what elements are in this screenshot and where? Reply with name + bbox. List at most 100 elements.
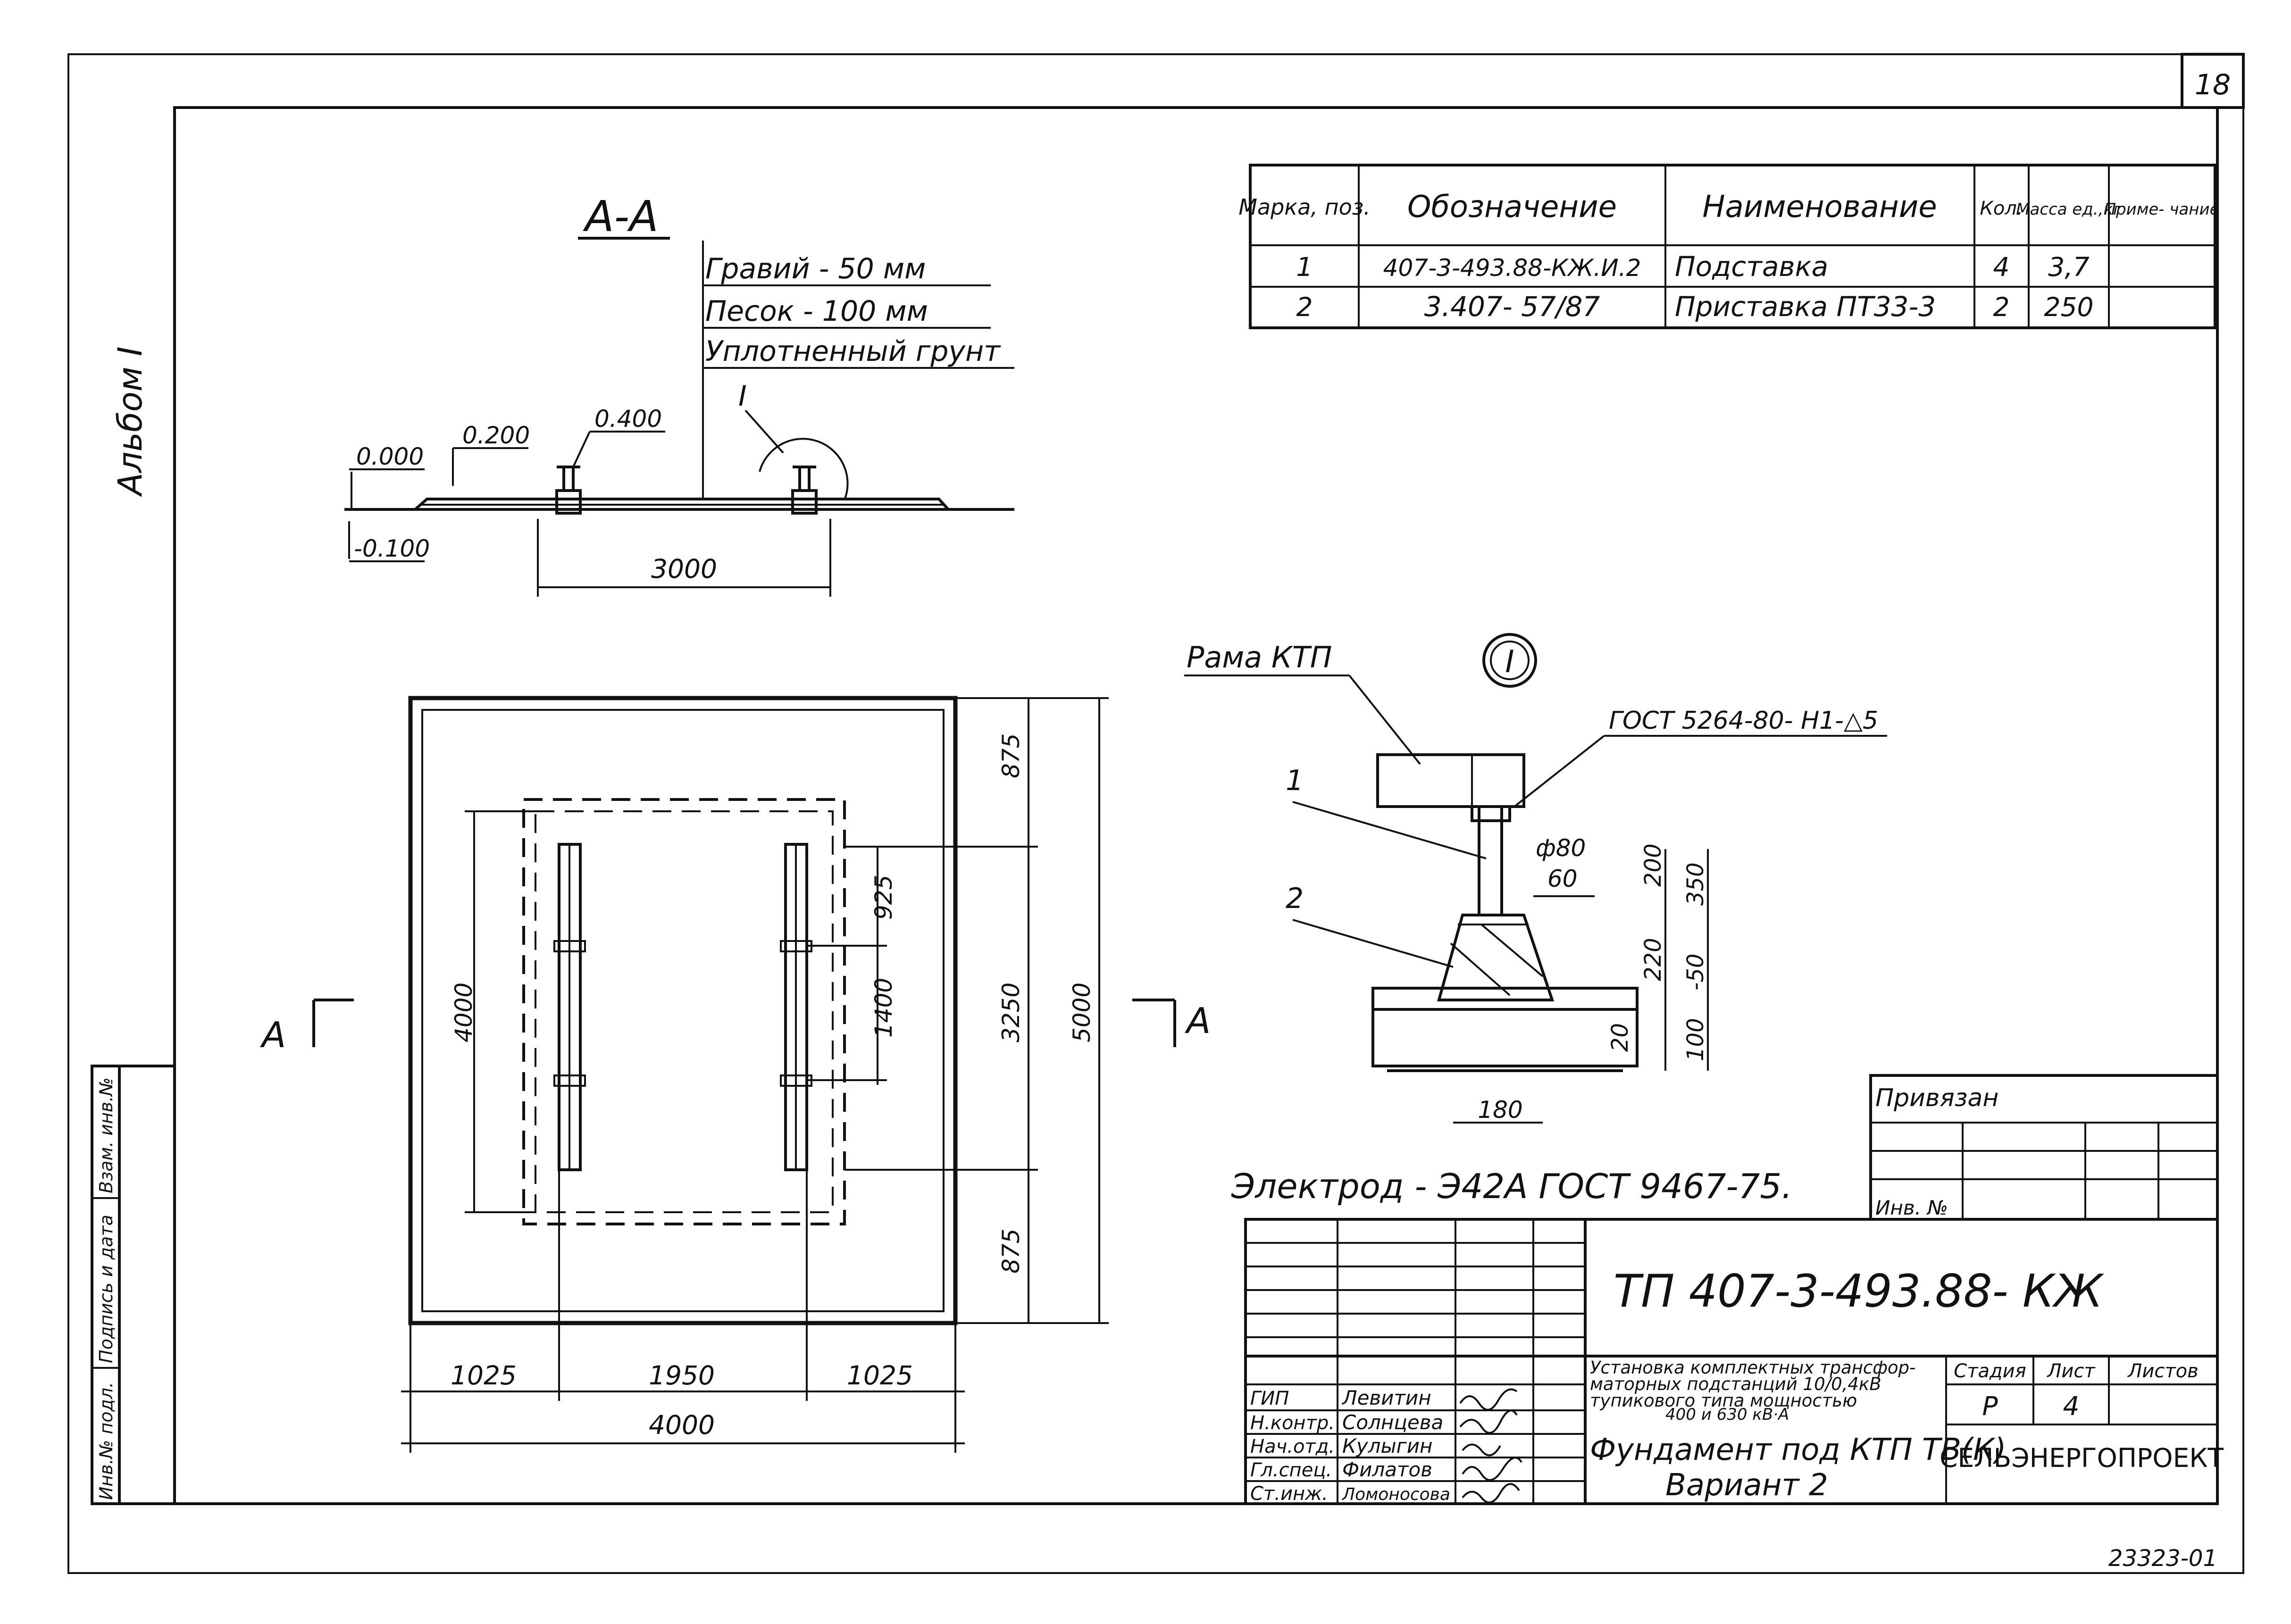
r1-name: Подставка <box>1675 250 1828 283</box>
title-block: ТП 407-3-493.88- КЖ Установка комплектны… <box>1244 1218 2224 1505</box>
dim-350: 350 <box>1682 862 1709 906</box>
dim-1400: 1400 <box>870 978 897 1038</box>
dim-200: 200 <box>1640 843 1666 887</box>
electrode-note: Электрод - Э42А ГОСТ 9467-75. <box>1231 1166 1792 1206</box>
dim-4000-left: 4000 <box>450 983 477 1042</box>
stage-label: Стадия <box>1954 1360 2026 1382</box>
binding-box: Привязан Инв. № <box>1869 1074 2219 1221</box>
r2-designation: 3.407- 57/87 <box>1424 291 1600 323</box>
org-name: СЕЛЬЭНЕРГОПРОЕКТ <box>1940 1443 2224 1473</box>
name-5: Ломоносова <box>1341 1485 1450 1504</box>
sheets-label: Листов <box>2127 1360 2198 1382</box>
r1-mark: 1 <box>1296 252 1313 282</box>
signature-4 <box>1462 1457 1522 1481</box>
section-aa: А-А Гравий - 50 мм Песок - 100 мм Уплотн… <box>344 192 1014 597</box>
section-callout: I <box>738 380 747 413</box>
binding-inv: Инв. № <box>1875 1196 1948 1219</box>
level-0200: 0.200 <box>462 422 530 449</box>
layer-gravel: Гравий - 50 мм <box>705 252 926 285</box>
pos-2: 2 <box>1286 882 1304 915</box>
project-code: ТП 407-3-493.88- КЖ <box>1614 1266 2104 1317</box>
dim-100: 100 <box>1682 1018 1709 1061</box>
title-line-2: Вариант 2 <box>1665 1468 1828 1503</box>
desc-line-4: 400 и 630 кВ·А <box>1665 1405 1789 1424</box>
th-name: Наименование <box>1702 190 1937 225</box>
th-designation: Обозначение <box>1407 190 1617 225</box>
side-stamp-inv: Инв.№ подл. <box>96 1382 117 1500</box>
dim-1025-left: 1025 <box>451 1360 517 1391</box>
binding-title: Привязан <box>1875 1084 1998 1112</box>
dim-875-top: 875 <box>997 733 1025 778</box>
level-minus-0100: -0.100 <box>354 535 430 562</box>
album-label: Альбом I <box>111 346 150 497</box>
role-4: Гл.спец. <box>1250 1459 1332 1481</box>
dia-80: ф80 <box>1536 834 1586 862</box>
outer-border <box>67 53 2244 1574</box>
signature-1 <box>1459 1388 1518 1411</box>
name-2: Солнцева <box>1342 1411 1443 1434</box>
section-mark-left: А <box>260 1014 286 1056</box>
role-1: ГИП <box>1250 1388 1289 1409</box>
dim-220: 220 <box>1640 938 1666 981</box>
r1-mass: 3,7 <box>2048 252 2089 282</box>
title-line-1: Фундамент под КТП ТВ(К) <box>1590 1432 2006 1467</box>
r2-mark: 2 <box>1296 292 1313 322</box>
signature-2 <box>1459 1409 1518 1434</box>
foundation-plan: А А 875 3250 875 5000 925 1400 4000 1025 <box>260 696 1211 1453</box>
dim-20: 20 <box>1607 1023 1633 1052</box>
layer-sand: Песок - 100 мм <box>705 295 928 328</box>
pos-1: 1 <box>1286 764 1304 797</box>
r2-qty: 2 <box>1993 292 2010 322</box>
sheet-number: 18 <box>2195 68 2231 101</box>
signature-5 <box>1462 1483 1520 1504</box>
dim-3000: 3000 <box>651 554 717 584</box>
r2-name: Приставка ПТ33-3 <box>1675 291 1936 323</box>
inner-frame <box>173 106 2219 1505</box>
dim-180: 180 <box>1478 1096 1522 1124</box>
side-stamp: Инв.№ подл. Подпись и дата Взам. инв.№ <box>91 1065 176 1505</box>
detail-i: I Рама КТП ГОСТ 5264-80- Н1-△5 1 2 ф80 6… <box>1184 633 1887 1124</box>
dim-875-bottom: 875 <box>997 1229 1025 1274</box>
weld-label: ГОСТ 5264-80- Н1-△5 <box>1609 707 1878 735</box>
spec-table: Марка, поз. Обозначение Наименование Кол… <box>1238 164 2220 329</box>
dim-4000-bottom: 4000 <box>649 1410 715 1440</box>
dim-60: 60 <box>1547 865 1578 892</box>
r2-mass: 250 <box>2044 292 2094 322</box>
section-mark-right: А <box>1185 1000 1211 1041</box>
detail-callout: I <box>1505 644 1514 680</box>
layer-soil: Уплотненный грунт <box>705 335 1001 368</box>
sheet-value: 4 <box>2063 1391 2080 1421</box>
section-aa-title: А-А <box>583 192 659 242</box>
level-0400: 0.400 <box>594 405 662 433</box>
side-stamp-replace: Взам. инв.№ <box>96 1077 117 1193</box>
role-3: Нач.отд. <box>1250 1436 1335 1457</box>
doc-number: 23323-01 <box>2108 1545 2217 1572</box>
th-mass: Масса ед.,кг <box>2016 200 2122 219</box>
name-3: Кулыгин <box>1342 1434 1433 1457</box>
side-stamp-sign: Подпись и дата <box>96 1215 117 1363</box>
desc-line-3: тупикового типа мощностью <box>1590 1391 1857 1411</box>
name-4: Филатов <box>1342 1458 1432 1481</box>
frame-label: Рама КТП <box>1187 640 1332 675</box>
role-5: Ст.инж. <box>1250 1483 1328 1505</box>
signature-3 <box>1462 1443 1501 1457</box>
name-1: Левитин <box>1341 1386 1431 1409</box>
sheet-number-box <box>2181 53 2245 109</box>
level-0000: 0.000 <box>356 443 424 470</box>
stage-value: Р <box>1982 1391 1998 1421</box>
r1-designation: 407-3-493.88-КЖ.И.2 <box>1383 254 1641 282</box>
dim-925: 925 <box>870 875 897 920</box>
desc-line-2: маторных подстанций 10/0,4кВ <box>1590 1374 1881 1394</box>
r1-qty: 4 <box>1993 252 2010 282</box>
th-qty: Кол. <box>1980 198 2023 219</box>
th-mark: Марка, поз. <box>1238 194 1371 220</box>
dim-5000: 5000 <box>1068 983 1095 1042</box>
th-note: Приме- чание <box>2104 200 2219 219</box>
dim-1025-right: 1025 <box>847 1360 913 1391</box>
dim-1950: 1950 <box>649 1360 715 1391</box>
dim-3250: 3250 <box>997 983 1025 1042</box>
dim-minus-50: -50 <box>1682 954 1709 991</box>
sheet-label: Лист <box>2046 1360 2096 1382</box>
desc-line-1: Установка комплектных трансфор- <box>1590 1357 1915 1378</box>
